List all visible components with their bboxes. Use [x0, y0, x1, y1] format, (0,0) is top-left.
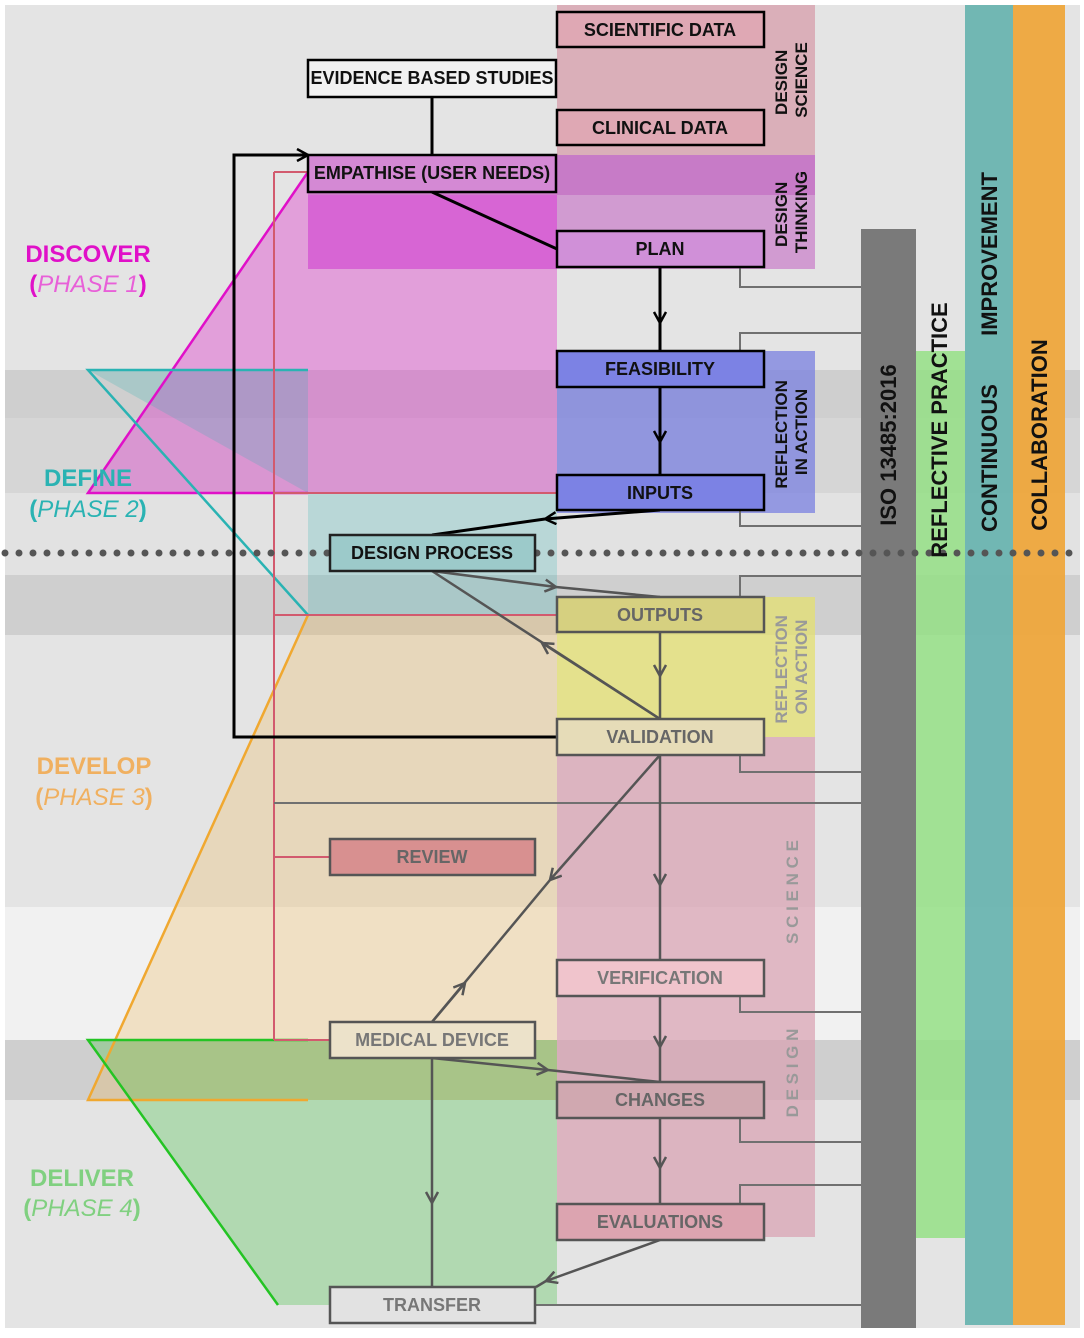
review-box: REVIEW [328, 837, 537, 877]
verification-box: VERIFICATION [555, 958, 766, 998]
collaboration-bar-label: COLLABORATION [1027, 339, 1052, 530]
iso-connectors [274, 267, 861, 1306]
discover-phase-line: (PHASE 1) [29, 271, 146, 298]
empathise-label: EMPATHISE (USER NEEDS) [314, 163, 550, 183]
deliver-close: ) [133, 1195, 141, 1222]
scientific-data-box: SCIENTIFIC DATA [555, 10, 766, 49]
deliver-title: DELIVER [30, 1165, 134, 1192]
design-process-label: DESIGN PROCESS [351, 543, 513, 563]
develop-phase-line: (PHASE 3) [35, 784, 152, 811]
feasibility-box: FEASIBILITY [555, 349, 766, 389]
plan-box: PLAN [555, 229, 766, 269]
feasibility-label: FEASIBILITY [605, 359, 715, 379]
develop-close: ) [145, 784, 153, 811]
feedback-lines [273, 171, 557, 1041]
develop-sub: PHASE 3 [43, 784, 145, 811]
medical-device-box: MEDICAL DEVICE [328, 1020, 537, 1060]
define-phase-line: (PHASE 2) [29, 496, 146, 523]
reflective-bar-label: REFLECTIVE PRACTICE [927, 302, 952, 557]
discover-sub: PHASE 1 [37, 271, 138, 298]
validation-label: VALIDATION [606, 727, 713, 747]
outputs-box: OUTPUTS [555, 595, 766, 634]
vertical-bars [861, 5, 1065, 1328]
design-science-top-line1: DESIGN [772, 50, 791, 115]
transfer-label: TRANSFER [383, 1295, 481, 1315]
define-close: ) [139, 496, 147, 523]
reflective-bar [916, 351, 965, 1238]
develop-open: ( [35, 784, 43, 811]
evaluations-box: EVALUATIONS [555, 1202, 766, 1242]
discover-title: DISCOVER [25, 241, 150, 268]
define-title: DEFINE [44, 465, 132, 492]
medical-device-label: MEDICAL DEVICE [355, 1030, 509, 1050]
continuous-label: CONTINUOUS [977, 384, 1002, 532]
design-process-box: DESIGN PROCESS [328, 533, 537, 573]
deliver-sub: PHASE 4 [31, 1195, 132, 1222]
design-spaced-label: D E S I G N [783, 1029, 802, 1118]
evaluations-label: EVALUATIONS [597, 1212, 723, 1232]
evidence-studies-label: EVIDENCE BASED STUDIES [310, 68, 553, 88]
improvement-label: IMPROVEMENT [977, 172, 1002, 336]
verification-label: VERIFICATION [597, 968, 723, 988]
changes-label: CHANGES [615, 1090, 705, 1110]
reflection-in-action-label: REFLECTION IN ACTION [772, 375, 811, 488]
process-boxes: SCIENTIFIC DATA EVIDENCE BASED STUDIES C… [306, 10, 766, 1325]
deliver-open: ( [23, 1195, 31, 1222]
define-open: ( [29, 496, 37, 523]
design-science-top-label: DESIGN SCIENCE [772, 42, 811, 118]
reflection-on-action-line1: REFLECTION [772, 615, 791, 724]
deliver-phase-line: (PHASE 4) [23, 1195, 140, 1222]
upper-flow [232, 97, 660, 739]
design-science-top-line2: SCIENCE [792, 42, 811, 118]
discover-close: ) [139, 271, 147, 298]
inputs-box: INPUTS [555, 473, 766, 512]
lower-flow [432, 569, 660, 1289]
deliver-region [88, 1040, 557, 1305]
iso-bar-label: ISO 13485:2016 [876, 364, 901, 525]
plan-label: PLAN [636, 239, 685, 259]
outputs-label: OUTPUTS [617, 605, 703, 625]
iso-bar [861, 229, 916, 1328]
clinical-data-label: CLINICAL DATA [592, 118, 728, 138]
design-thinking-label: DESIGN THINKING [772, 171, 811, 253]
validation-box: VALIDATION [555, 717, 766, 757]
reflection-in-action-line2: IN ACTION [792, 389, 811, 475]
phase-labels: DISCOVER (PHASE 1) DEFINE (PHASE 2) DEVE… [23, 241, 152, 1222]
collaboration-bar [1013, 5, 1065, 1325]
inputs-label: INPUTS [627, 483, 693, 503]
design-thinking-line2: THINKING [792, 171, 811, 253]
transfer-box: TRANSFER [328, 1285, 537, 1325]
scientific-data-label: SCIENTIFIC DATA [584, 20, 736, 40]
reflection-on-action-label: REFLECTION ON ACTION [772, 610, 811, 723]
discover-strong-region [308, 195, 557, 269]
evidence-studies-box: EVIDENCE BASED STUDIES [306, 58, 558, 99]
reflection-in-action-line1: REFLECTION [772, 380, 791, 489]
continuous-bar [965, 5, 1013, 1325]
science-spaced-label: S C I E N C E [783, 840, 802, 944]
clinical-data-box: CLINICAL DATA [555, 108, 766, 147]
side-labels: DESIGN SCIENCE DESIGN THINKING REFLECTIO… [772, 42, 811, 1117]
develop-outline [86, 614, 310, 1102]
reflection-on-action-line2: ON ACTION [792, 620, 811, 715]
design-thinking-line1: DESIGN [772, 182, 791, 247]
changes-box: CHANGES [555, 1080, 766, 1120]
review-label: REVIEW [396, 847, 467, 867]
define-sub: PHASE 2 [37, 496, 138, 523]
discover-open: ( [29, 271, 37, 298]
bar-labels: ISO 13485:2016 REFLECTIVE PRACTICE CONTI… [876, 172, 1052, 558]
deliver-outline [85, 1038, 308, 1306]
develop-title: DEVELOP [37, 753, 152, 780]
empathise-box: EMPATHISE (USER NEEDS) [306, 153, 558, 194]
